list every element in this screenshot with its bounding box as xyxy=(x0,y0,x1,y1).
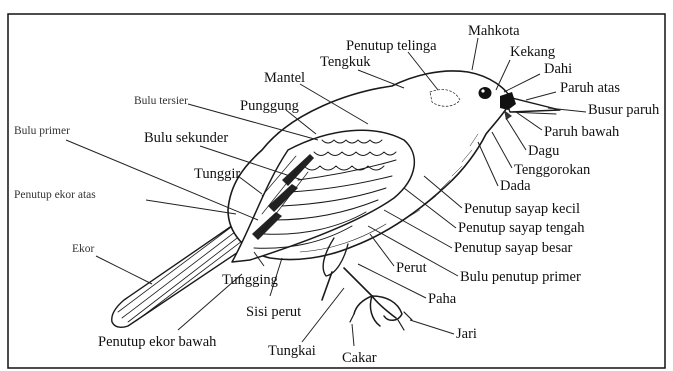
label-bulu-sekunder: Bulu sekunder xyxy=(144,130,228,146)
label-perut: Perut xyxy=(396,260,427,276)
label-paruh-bawah: Paruh bawah xyxy=(544,124,620,140)
label-kekang: Kekang xyxy=(510,44,555,60)
label-ekor: Ekor xyxy=(72,243,95,255)
label-dagu: Dagu xyxy=(528,143,559,159)
label-tengkuk: Tengkuk xyxy=(320,54,371,70)
label-tungkai: Tungkai xyxy=(268,343,316,359)
label-penutup-telinga: Penutup telinga xyxy=(346,38,437,54)
label-busur-paruh: Busur paruh xyxy=(588,102,660,118)
label-paruh-atas: Paruh atas xyxy=(560,80,620,96)
label-paha: Paha xyxy=(428,291,457,307)
label-penutup-sayap-tengah: Penutup sayap tengah xyxy=(458,220,585,236)
label-mantel: Mantel xyxy=(264,70,305,86)
label-penutup-sayap-kecil: Penutup sayap kecil xyxy=(464,201,580,217)
label-mahkota: Mahkota xyxy=(468,23,520,39)
label-bulu-penutup-primer: Bulu penutup primer xyxy=(460,269,581,285)
label-tenggorokan: Tenggorokan xyxy=(514,162,591,178)
label-sisi-perut: Sisi perut xyxy=(246,304,301,320)
label-tunggir: Tunggir xyxy=(194,166,240,182)
label-dada: Dada xyxy=(500,178,531,194)
label-bulu-tersier: Bulu tersier xyxy=(134,95,188,107)
label-jari: Jari xyxy=(456,326,477,342)
bird-eye xyxy=(479,87,492,99)
label-penutup-sayap-besar: Penutup sayap besar xyxy=(454,240,573,256)
label-tungging: Tungging xyxy=(222,272,278,288)
label-cakar: Cakar xyxy=(342,350,377,366)
label-penutup-ekor-atas: Penutup ekor atas xyxy=(14,189,96,201)
label-bulu-primer: Bulu primer xyxy=(14,125,70,137)
label-dahi: Dahi xyxy=(544,61,572,77)
label-punggung: Punggung xyxy=(240,98,299,114)
label-penutup-ekor-bawah: Penutup ekor bawah xyxy=(98,334,217,350)
